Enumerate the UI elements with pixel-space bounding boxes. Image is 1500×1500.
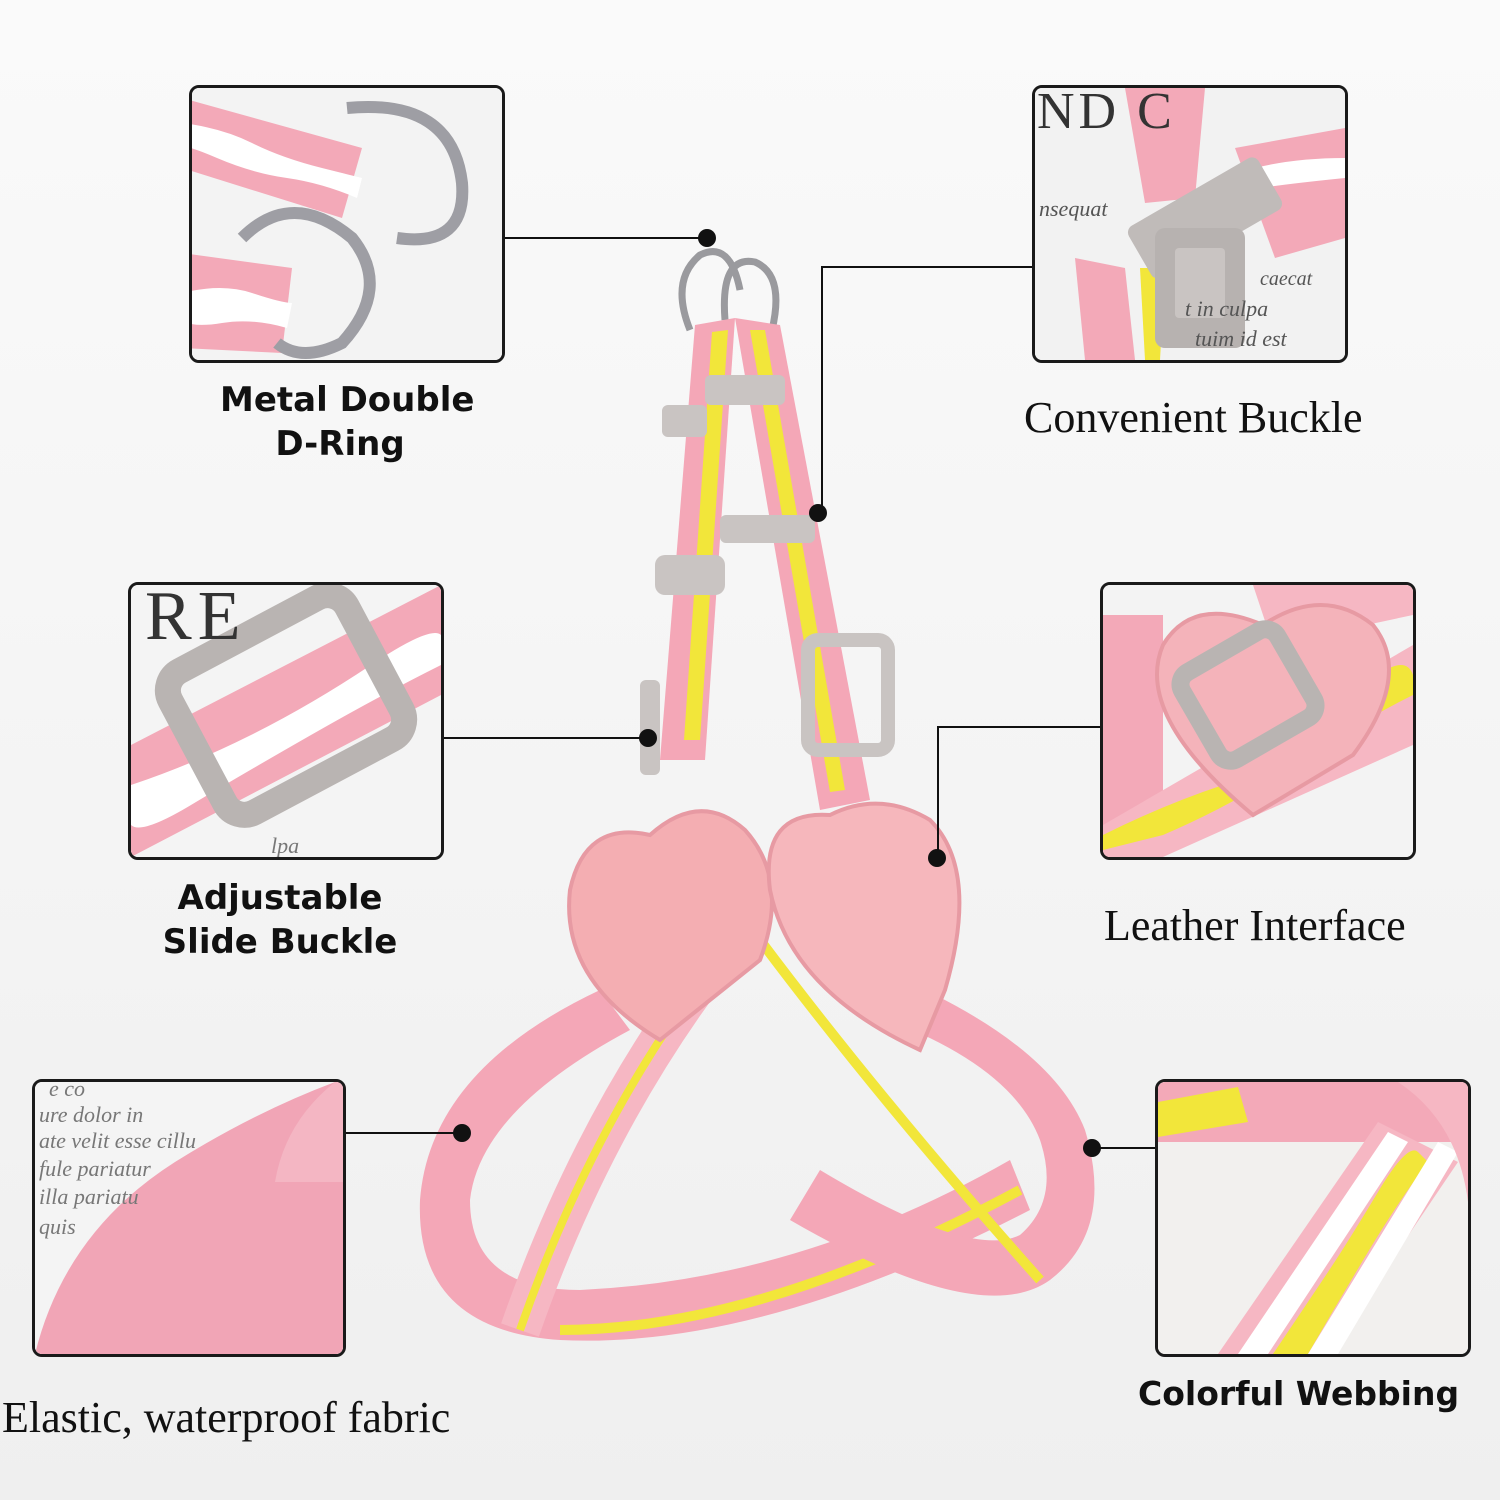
callout-dots xyxy=(453,229,1101,1157)
d-ring-label-line-1: Metal Double xyxy=(220,380,475,420)
leather-photo xyxy=(1100,582,1416,860)
slide-buckle-icon xyxy=(1171,620,1325,770)
webbing-photo xyxy=(1155,1079,1471,1357)
d-ring-label-line-2: D-Ring xyxy=(275,424,405,464)
d-ring-icon xyxy=(678,248,780,332)
slide-buckle-label-line-2: Slide Buckle xyxy=(162,922,398,962)
buckle-photo: ND C nsequat caecat t in culpa tuim id e… xyxy=(1032,85,1348,363)
slide-buckle-label: Adjustable Slide Buckle xyxy=(160,876,400,964)
slide-buckle-label-line-1: Adjustable xyxy=(177,878,383,918)
d-ring-photo xyxy=(189,85,505,363)
slide-buckle-photo: RE lpa xyxy=(128,582,444,860)
fabric-label: Elastic, waterproof fabric xyxy=(2,1393,451,1442)
buckle-photo-text: ND C nsequat caecat t in culpa tuim id e… xyxy=(1037,85,1313,351)
fabric-photo-text: e co ure dolor in ate velit esse cillu f… xyxy=(39,1079,196,1239)
d-ring-icon xyxy=(237,101,469,359)
d-ring-label: Metal Double D-Ring xyxy=(220,378,475,466)
slide-buckle-icon xyxy=(154,585,418,828)
strap-sliders xyxy=(640,375,895,775)
neck-strap xyxy=(660,318,870,810)
side-release-buckle-icon xyxy=(1127,157,1283,348)
leather-label: Leather Interface xyxy=(1104,901,1406,950)
fabric-photo: e co ure dolor in ate velit esse cillu f… xyxy=(32,1079,346,1357)
webbing-label: Colorful Webbing xyxy=(1138,1374,1460,1413)
slide-buckle-photo-text: RE lpa xyxy=(145,582,300,858)
buckle-label: Convenient Buckle xyxy=(1024,393,1363,442)
heart-icon xyxy=(567,801,962,1053)
leader-lines xyxy=(345,237,1155,1149)
